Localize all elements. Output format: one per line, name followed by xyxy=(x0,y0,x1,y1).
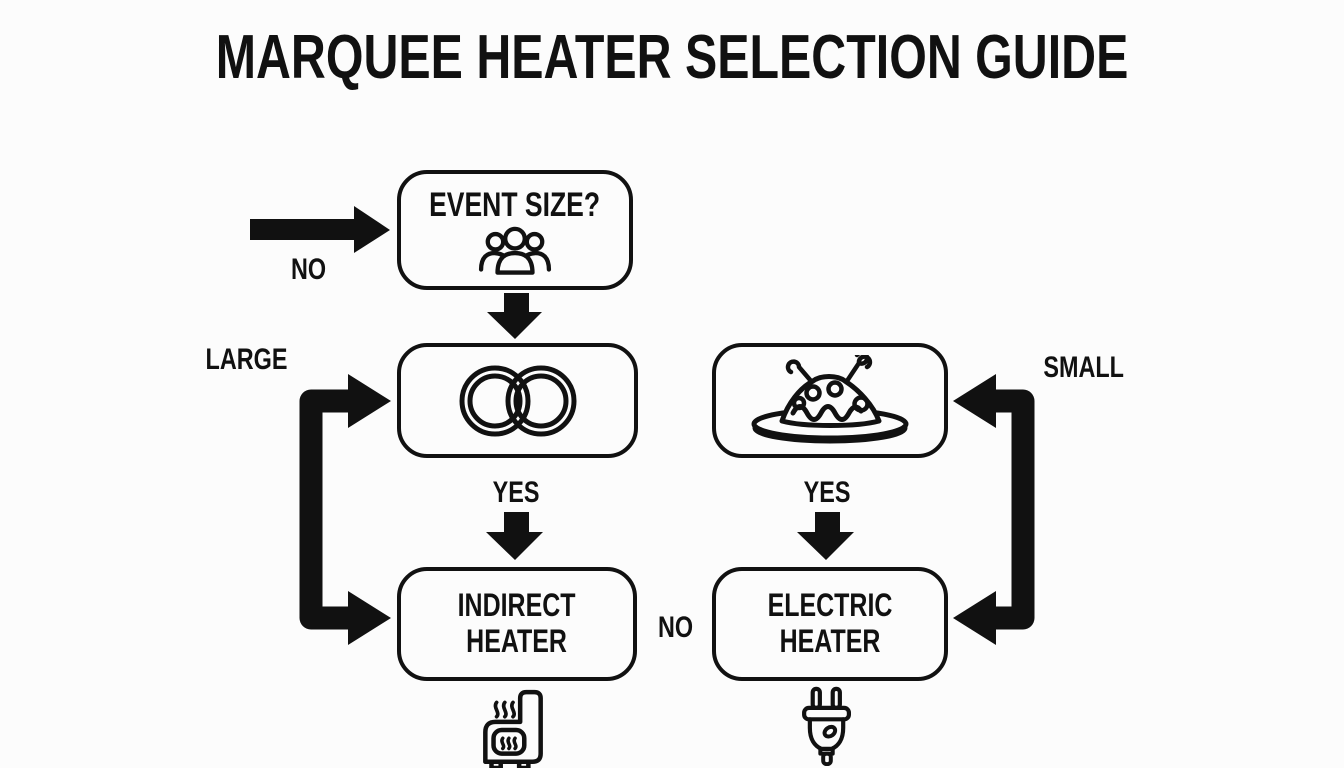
people-group-icon xyxy=(478,226,552,275)
entry-arrow-icon xyxy=(250,206,390,253)
wedding-rings-icon xyxy=(459,365,576,436)
page-title-text: MARQUEE HEATER SELECTION GUIDE xyxy=(215,23,1129,92)
no-entry-label: NO xyxy=(290,253,326,286)
page-title: MARQUEE HEATER SELECTION GUIDE xyxy=(0,22,1344,93)
down-arrow-icon xyxy=(487,293,542,339)
large-label: LARGE xyxy=(205,343,287,376)
electric-plug-icon xyxy=(802,686,851,766)
large-event-node xyxy=(397,343,638,458)
indirect-heater-label: INDIRECT HEATER xyxy=(458,587,576,659)
yes-right-down-arrow-icon xyxy=(797,512,854,560)
indirect-heater-node: INDIRECT HEATER xyxy=(397,567,637,681)
indirect-heater-icon xyxy=(483,689,543,768)
yes-left-label: YES xyxy=(492,476,540,509)
electric-heater-label: ELECTRIC HEATER xyxy=(767,587,893,659)
large-branch-bracket-arrow-icon xyxy=(299,374,391,645)
event-size-label: EVENT SIZE? xyxy=(429,185,601,224)
small-event-node xyxy=(712,343,948,458)
event-size-node: EVENT SIZE? xyxy=(397,170,633,290)
yes-left-down-arrow-icon xyxy=(486,512,543,560)
electric-heater-node: ELECTRIC HEATER xyxy=(712,567,948,681)
small-label: SMALL xyxy=(1043,351,1125,384)
food-plate-icon xyxy=(751,354,909,443)
small-branch-bracket-arrow-icon xyxy=(953,374,1035,645)
no-middle-label: NO xyxy=(657,611,693,644)
yes-right-label: YES xyxy=(803,476,851,509)
